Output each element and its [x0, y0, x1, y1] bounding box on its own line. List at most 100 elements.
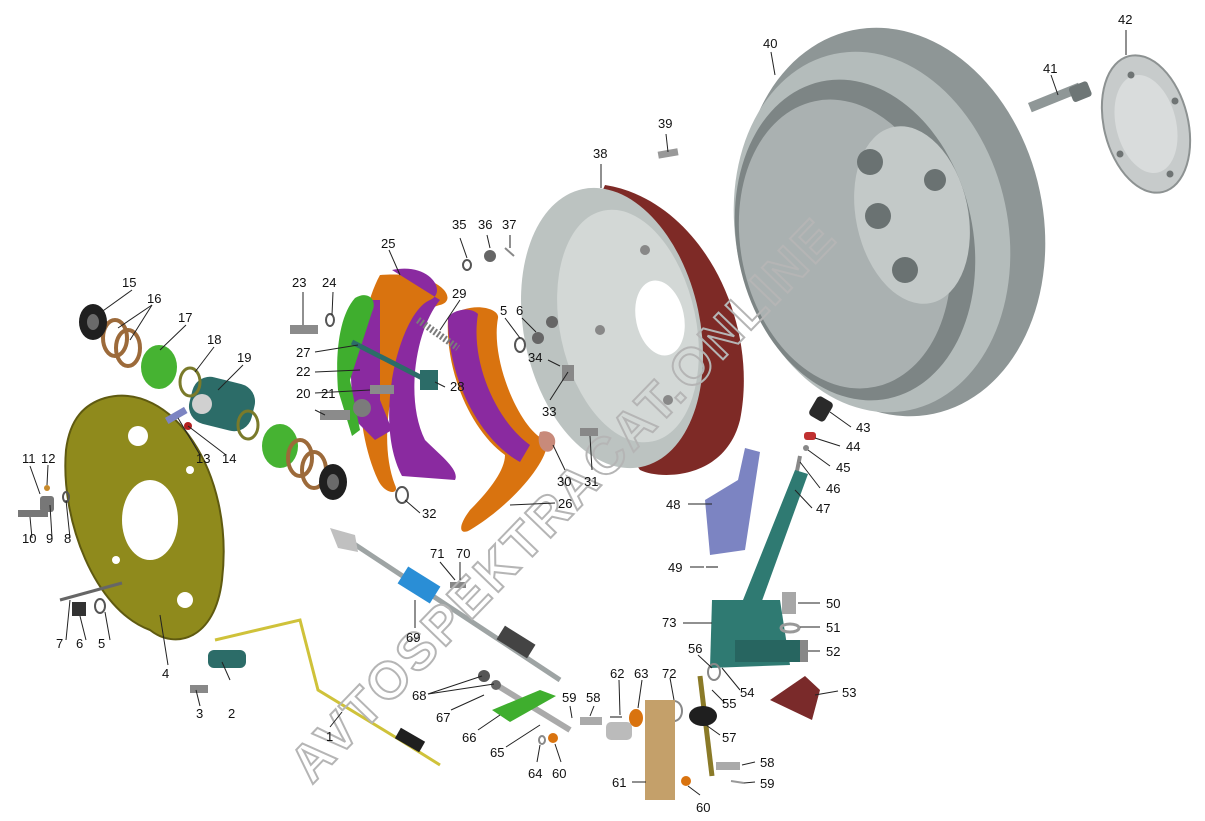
callout-41: 41 [1043, 61, 1057, 76]
part-wheel-rim [733, 27, 1046, 417]
callout-39: 39 [658, 116, 672, 131]
callout-25: 25 [381, 236, 395, 251]
callout-31: 31 [584, 474, 598, 489]
part-mount-fasteners [770, 592, 820, 720]
part-left-fasteners [18, 485, 123, 616]
callout-13: 13 [196, 451, 210, 466]
callout-52: 52 [826, 644, 840, 659]
callout-47: 47 [816, 501, 830, 516]
part-linkage-rod [478, 670, 572, 733]
part-cylinder-boot-left [141, 345, 177, 389]
callout-29: 29 [452, 286, 466, 301]
callout-44: 44 [846, 439, 860, 454]
callout-5b: 5 [500, 303, 507, 318]
part-adjuster-strut [350, 339, 438, 417]
callout-64: 64 [528, 766, 542, 781]
part-dust-cap-right [319, 464, 347, 500]
callout-63: 63 [634, 666, 648, 681]
callout-36: 36 [478, 217, 492, 232]
callout-35: 35 [452, 217, 466, 232]
callout-8: 8 [64, 531, 71, 546]
callout-40: 40 [763, 36, 777, 51]
callout-62: 62 [610, 666, 624, 681]
callout-55: 55 [722, 696, 736, 711]
callout-51: 51 [826, 620, 840, 635]
part-return-spring [415, 317, 461, 351]
callout-24: 24 [322, 275, 336, 290]
part-parking-brake-lever [710, 396, 833, 668]
callout-labels: 1 2 3 4 5 5 6 6 7 8 9 10 11 12 13 14 15 … [22, 12, 1132, 815]
callout-7: 7 [56, 636, 63, 651]
callout-58a: 58 [586, 690, 600, 705]
callout-5a: 5 [98, 636, 105, 651]
callout-73: 73 [662, 615, 676, 630]
callout-46: 46 [826, 481, 840, 496]
callout-33: 33 [542, 404, 556, 419]
callout-28: 28 [450, 379, 464, 394]
callout-11: 11 [22, 451, 36, 466]
callout-1: 1 [326, 729, 333, 744]
part-dust-cap-left [79, 304, 107, 340]
callout-67: 67 [436, 710, 450, 725]
callout-60b: 60 [696, 800, 710, 815]
callout-3: 3 [196, 706, 203, 721]
callout-16: 16 [147, 291, 161, 306]
callout-38: 38 [593, 146, 607, 161]
part-seal-rings [101, 318, 328, 490]
callout-70: 70 [456, 546, 470, 561]
callout-2: 2 [228, 706, 235, 721]
callout-50: 50 [826, 596, 840, 611]
callout-14: 14 [222, 451, 236, 466]
callout-9: 9 [46, 531, 53, 546]
part-small-fasteners [290, 148, 679, 504]
callout-22: 22 [296, 364, 310, 379]
callout-32: 32 [422, 506, 436, 521]
callout-71: 71 [430, 546, 444, 561]
callout-10: 10 [22, 531, 36, 546]
callout-61: 61 [612, 775, 626, 790]
callout-60a: 60 [552, 766, 566, 781]
callout-58b: 58 [760, 755, 774, 770]
callout-30: 30 [557, 474, 571, 489]
callout-27: 27 [296, 345, 310, 360]
part-brake-drum [521, 185, 744, 475]
part-linkage-lower [538, 663, 745, 800]
callout-42: 42 [1118, 12, 1132, 27]
callout-34: 34 [528, 350, 542, 365]
callout-53: 53 [842, 685, 856, 700]
callout-72: 72 [662, 666, 676, 681]
callout-37: 37 [502, 217, 516, 232]
part-wheel-cylinder [188, 376, 256, 432]
callout-4: 4 [162, 666, 169, 681]
part-wheel-stud [1028, 81, 1092, 113]
callout-48: 48 [666, 497, 680, 512]
callout-49: 49 [668, 560, 682, 575]
callout-19: 19 [237, 350, 251, 365]
callout-23: 23 [292, 275, 306, 290]
callout-21: 21 [321, 386, 335, 401]
part-brake-cable [330, 528, 562, 683]
callout-56: 56 [688, 641, 702, 656]
part-brake-shoe-lower [447, 307, 547, 532]
callout-15: 15 [122, 275, 136, 290]
callout-68: 68 [412, 688, 426, 703]
callout-20: 20 [296, 386, 310, 401]
part-backing-plate [64, 394, 225, 641]
callout-18: 18 [207, 332, 221, 347]
callout-57: 57 [722, 730, 736, 745]
callout-65: 65 [490, 745, 504, 760]
callout-43: 43 [856, 420, 870, 435]
callout-59b: 59 [760, 776, 774, 791]
callout-6b: 6 [516, 303, 523, 318]
callout-45: 45 [836, 460, 850, 475]
callout-26: 26 [558, 496, 572, 511]
part-hub-cap [1100, 54, 1192, 194]
callout-69: 69 [406, 630, 420, 645]
part-lever-guard [705, 448, 760, 555]
callout-17: 17 [178, 310, 192, 325]
part-brake-pipe [190, 618, 441, 767]
callout-66: 66 [462, 730, 476, 745]
callout-59a: 59 [562, 690, 576, 705]
callout-6a: 6 [76, 636, 83, 651]
